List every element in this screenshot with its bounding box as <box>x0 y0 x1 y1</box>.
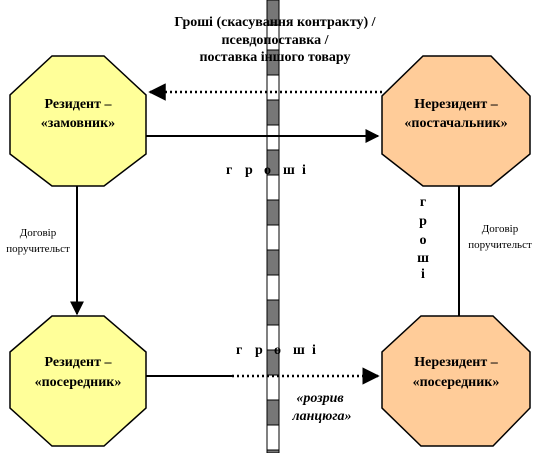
money-vertical-letter: ш <box>417 251 429 266</box>
contract-left-line1: Договір <box>20 227 57 239</box>
money-top-letter: о <box>264 163 271 178</box>
chain-break-line2: ланцюга» <box>291 409 351 424</box>
money-label-vertical: г р о ш і <box>417 195 429 282</box>
node-resident-intermediary: Резидент – «посередник» <box>9 315 147 447</box>
octagon-nonresident-intermediary <box>381 315 531 447</box>
money-bottom-letter: о <box>274 343 281 358</box>
barrier-segment <box>266 249 280 276</box>
money-vertical-letter: р <box>419 214 427 229</box>
money-label-bottom: г р о ш і <box>236 343 316 358</box>
barrier-segment <box>266 199 280 226</box>
barrier-segment <box>266 124 280 151</box>
barrier-segment <box>266 449 280 453</box>
money-bottom-letter: р <box>255 343 263 358</box>
nonresident-supplier-line1: Нерезидент – <box>414 97 499 112</box>
barrier-segment <box>266 299 280 326</box>
money-vertical-letter: і <box>421 267 425 282</box>
barrier-segment <box>266 224 280 251</box>
barrier-segment <box>266 424 280 451</box>
barrier-segment <box>266 174 280 201</box>
resident-intermediary-line1: Резидент – <box>44 355 112 370</box>
node-nonresident-intermediary: Нерезидент – «посередник» <box>381 315 531 447</box>
octagon-resident-intermediary <box>9 315 147 447</box>
chain-break-line1: «розрив <box>296 391 344 406</box>
octagon-resident-customer <box>9 55 147 187</box>
money-bottom-letter: ш <box>293 343 305 358</box>
barrier-segment <box>266 399 280 426</box>
contract-right-line1: Договір <box>482 223 519 235</box>
nonresident-supplier-line2: «постачальник» <box>404 116 507 131</box>
barrier-segment <box>266 374 280 401</box>
node-nonresident-supplier: Нерезидент – «постачальник» <box>381 55 531 187</box>
nonresident-intermediary-line1: Нерезидент – <box>414 355 499 370</box>
barrier-segment <box>266 274 280 301</box>
node-resident-customer: Резидент – «замовник» <box>9 55 147 187</box>
top-label-line1: Гроші (скасування контракту) / <box>174 15 376 30</box>
money-vertical-letter: о <box>420 233 427 248</box>
octagon-nonresident-supplier <box>381 55 531 187</box>
money-top-letter: ш <box>283 163 295 178</box>
money-bottom-letter: і <box>312 343 316 358</box>
money-vertical-letter: г <box>420 195 426 210</box>
barrier-segment <box>266 74 280 101</box>
money-bottom-letter: г <box>236 343 242 358</box>
chain-barrier <box>266 0 280 453</box>
nonresident-intermediary-line2: «посередник» <box>413 375 500 390</box>
barrier-segment <box>266 99 280 126</box>
contract-left-line2: поручительст <box>6 243 70 255</box>
money-label-top: г р о ш і <box>226 163 306 178</box>
money-top-letter: р <box>245 163 253 178</box>
resident-customer-line1: Резидент – <box>44 97 112 112</box>
contract-right-line2: поручительст <box>468 239 532 251</box>
resident-customer-line2: «замовник» <box>41 116 115 131</box>
money-top-letter: г <box>226 163 232 178</box>
top-label-line2: псевдопоставка / <box>221 33 329 48</box>
money-top-letter: і <box>302 163 306 178</box>
resident-intermediary-line2: «посередник» <box>35 375 122 390</box>
top-label-line3: поставка іншого товару <box>199 50 350 65</box>
